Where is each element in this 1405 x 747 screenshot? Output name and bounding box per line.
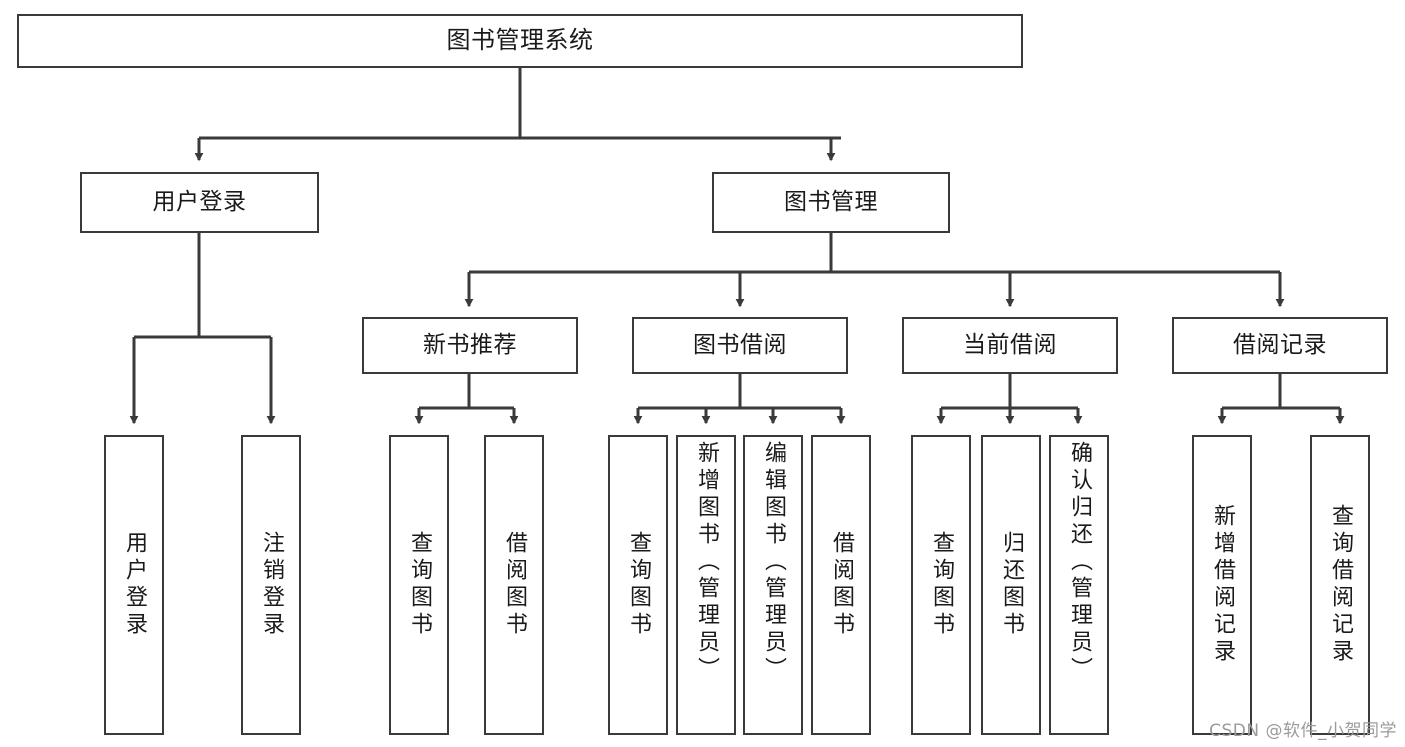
node-user-login[interactable]: 用户登录 [80,172,319,233]
node-label: 归还图书 [999,531,1024,639]
node-leaf-query-book-borrow[interactable]: 查询图书 [608,435,668,735]
csdn-watermark: CSDN @软件_小贺同学 [1209,721,1397,741]
node-leaf-borrow-book-recommend[interactable]: 借阅图书 [484,435,544,735]
node-label: 查询借阅记录 [1328,504,1353,666]
node-leaf-query-book-recommend[interactable]: 查询图书 [389,435,449,735]
node-borrow-record[interactable]: 借阅记录 [1172,317,1388,374]
node-root-book-management-system[interactable]: 图书管理系统 [17,14,1023,68]
node-label: 当前借阅 [963,332,1057,359]
node-label: 用户登录 [152,189,247,216]
node-book-management[interactable]: 图书管理 [712,172,950,233]
node-label: 注销登录 [259,531,284,639]
node-leaf-add-borrow-record[interactable]: 新增借阅记录 [1192,435,1252,735]
node-label: 查询图书 [929,531,954,639]
node-leaf-add-book-admin[interactable]: 新增图书（管理员） [676,435,736,735]
node-label: 用户登录 [122,531,147,639]
node-label: 图书管理系统 [446,26,594,55]
node-label: 借阅记录 [1233,332,1327,359]
node-leaf-edit-book-admin[interactable]: 编辑图书（管理员） [743,435,803,735]
node-label: 借阅图书 [502,531,527,639]
node-book-borrow[interactable]: 图书借阅 [632,317,848,374]
node-leaf-logout[interactable]: 注销登录 [241,435,301,735]
node-new-book-recommend[interactable]: 新书推荐 [362,317,578,374]
node-leaf-borrow-book[interactable]: 借阅图书 [811,435,871,735]
node-leaf-user-login[interactable]: 用户登录 [104,435,164,735]
node-label: 查询图书 [407,531,432,639]
node-label: 新增借阅记录 [1210,504,1235,666]
node-label: 图书管理 [784,189,878,216]
node-leaf-confirm-return-admin[interactable]: 确认归还（管理员） [1049,435,1109,735]
node-leaf-query-borrow-record[interactable]: 查询借阅记录 [1310,435,1370,735]
node-leaf-return-book[interactable]: 归还图书 [981,435,1041,735]
node-label: 确认归还（管理员） [1067,441,1092,684]
node-label: 新增图书（管理员） [694,441,719,684]
node-current-borrow[interactable]: 当前借阅 [902,317,1118,374]
node-label: 编辑图书（管理员） [761,441,786,684]
node-label: 查询图书 [626,531,651,639]
node-label: 图书借阅 [693,332,787,359]
node-label: 新书推荐 [423,332,517,359]
node-label: 借阅图书 [829,531,854,639]
node-leaf-query-book-current[interactable]: 查询图书 [911,435,971,735]
